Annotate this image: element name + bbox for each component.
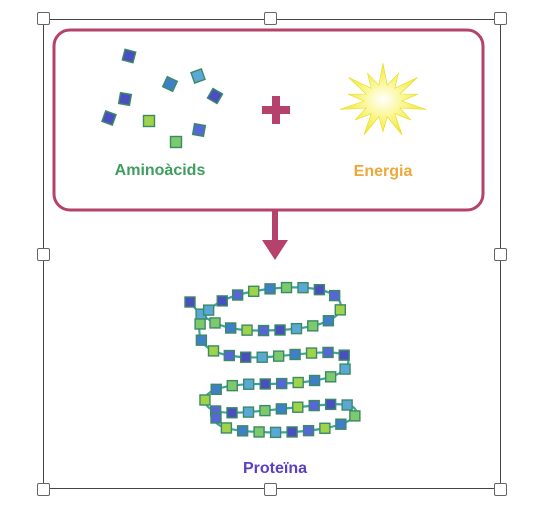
- helix-amino-icon: [216, 295, 228, 307]
- helix-amino-icon: [226, 407, 238, 419]
- helix-amino-icon: [339, 363, 351, 375]
- helix-amino-icon: [195, 334, 208, 346]
- helix-amino-icon: [253, 426, 265, 438]
- helix-amino-icon: [199, 394, 211, 406]
- helix-amino-icon: [269, 426, 282, 439]
- helix-amino-icon: [224, 322, 237, 334]
- helix-amino-icon: [242, 406, 255, 418]
- helix-amino-icon: [272, 350, 285, 362]
- protein-helix-icon: [184, 281, 361, 439]
- resize-handle-bottom[interactable]: [264, 483, 277, 496]
- helix-amino-icon: [276, 377, 288, 390]
- amino-acid-icon: [142, 114, 156, 128]
- helix-amino-icon: [292, 376, 304, 389]
- helix-amino-icon: [334, 304, 346, 316]
- resize-handle-top-left[interactable]: [37, 12, 50, 25]
- resize-handle-bottom-left[interactable]: [37, 483, 50, 496]
- down-arrow-icon: [262, 211, 288, 260]
- helix-amino-icon: [341, 399, 353, 411]
- helix-amino-icon: [259, 378, 271, 390]
- amino-acid-icon: [206, 87, 224, 105]
- protein-label: Proteïna: [243, 460, 307, 477]
- helix-amino-icon: [313, 283, 326, 296]
- helix-amino-icon: [286, 426, 298, 438]
- helix-amino-icon: [290, 322, 303, 335]
- helix-amino-icon: [210, 412, 222, 424]
- sun-burst-icon: [339, 63, 427, 136]
- helix-amino-icon: [202, 304, 215, 316]
- helix-amino-icon: [240, 351, 252, 363]
- helix-amino-icon: [243, 378, 255, 390]
- inputs-box: [52, 28, 485, 212]
- helix-amino-icon: [207, 345, 220, 357]
- amino-acid-icon: [101, 110, 117, 126]
- helix-amino-icon: [257, 324, 270, 337]
- helix-amino-icon: [194, 318, 206, 330]
- resize-handle-top[interactable]: [264, 12, 277, 25]
- helix-amino-icon: [231, 289, 244, 301]
- helix-amino-icon: [248, 285, 260, 297]
- helix-amino-icon: [210, 383, 222, 396]
- amino-acid-icon: [169, 135, 183, 149]
- helix-amino-icon: [259, 404, 271, 417]
- amino-acid-icon: [191, 122, 207, 138]
- helix-amino-icon: [319, 422, 331, 434]
- helix-amino-icon: [256, 351, 268, 363]
- resize-handle-top-right[interactable]: [494, 12, 507, 25]
- helix-amino-icon: [305, 347, 318, 359]
- helix-amino-icon: [297, 281, 309, 294]
- helix-amino-icon: [275, 403, 288, 415]
- amino-acid-icon: [161, 75, 179, 93]
- plus-icon: [262, 96, 290, 124]
- helix-amino-icon: [184, 296, 196, 308]
- helix-amino-icon: [274, 324, 286, 336]
- helix-amino-icon: [209, 317, 221, 329]
- helix-amino-icon: [220, 422, 233, 434]
- helix-amino-icon: [307, 320, 319, 332]
- helix-amino-icon: [236, 425, 249, 437]
- resize-handle-bottom-right[interactable]: [494, 483, 507, 496]
- helix-amino-icon: [308, 374, 321, 387]
- helix-amino-icon: [223, 349, 235, 362]
- helix-amino-icon: [241, 324, 253, 336]
- helix-amino-icon: [324, 398, 337, 411]
- helix-amino-icon: [324, 371, 337, 383]
- amino-acid-icon: [117, 91, 133, 107]
- helix-amino-icon: [308, 399, 320, 412]
- amino-acids-label: Aminoàcids: [115, 162, 206, 179]
- resize-handle-right[interactable]: [494, 248, 507, 261]
- helix-amino-icon: [280, 281, 293, 294]
- helix-amino-icon: [264, 283, 276, 295]
- amino-acid-icon: [190, 68, 206, 84]
- helix-amino-icon: [322, 346, 334, 359]
- helix-amino-icon: [292, 401, 304, 413]
- helix-amino-icon: [322, 315, 335, 327]
- resize-handle-left[interactable]: [37, 248, 50, 261]
- helix-amino-icon: [349, 410, 361, 422]
- helix-amino-icon: [328, 289, 341, 302]
- energy-label: Energia: [354, 163, 413, 180]
- helix-amino-icon: [335, 418, 347, 430]
- amino-acid-cluster: [101, 48, 224, 149]
- helix-amino-icon: [302, 424, 315, 437]
- amino-acid-icon: [121, 48, 137, 64]
- helix-amino-icon: [338, 349, 350, 361]
- helix-amino-icon: [226, 379, 238, 392]
- helix-amino-icon: [289, 348, 301, 361]
